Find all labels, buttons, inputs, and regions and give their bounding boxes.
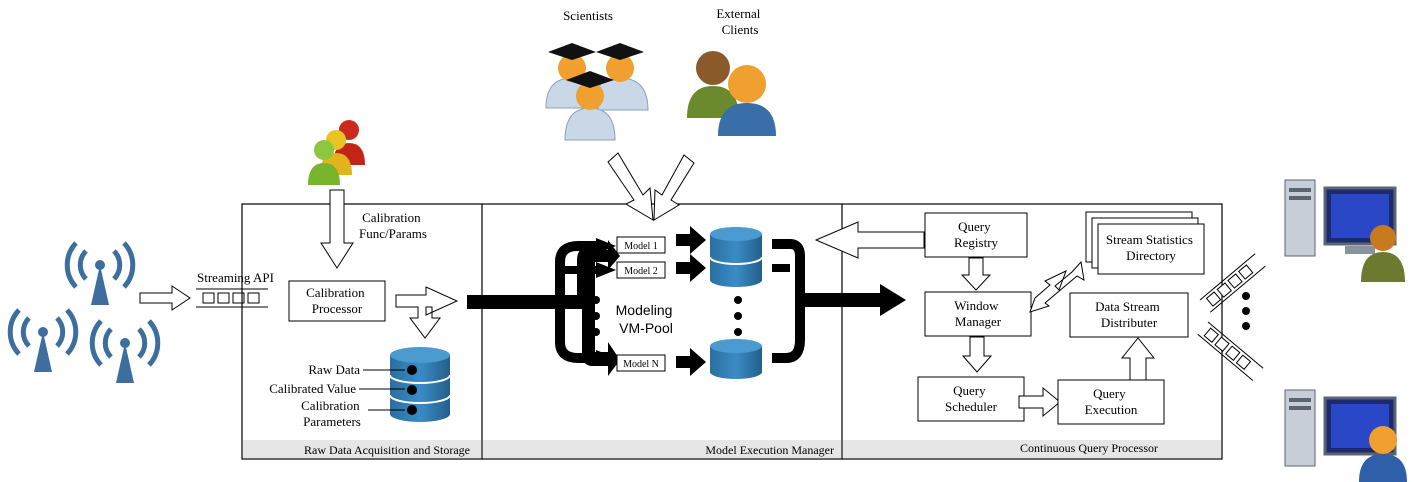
raw-data-label: Raw Data	[308, 362, 360, 377]
model-2-box	[616, 261, 666, 279]
modeling-vm-pool-label: Modeling VM-Pool	[616, 302, 677, 336]
query-registry-label: Query Registry	[954, 219, 999, 250]
processor-output-arrow	[395, 286, 459, 339]
wireless-sensor-icons	[7, 241, 161, 383]
model-n-box	[616, 354, 666, 372]
model-1-label: Model 1	[624, 241, 658, 252]
calibration-func-label: Calibration Func/Params	[359, 210, 427, 241]
output-stream-buffer-icon	[1197, 321, 1264, 381]
query-section-footer	[843, 440, 1221, 458]
calibration-parameters-label: Calibration Parameters	[301, 398, 363, 429]
calibrated-value-label: Calibrated Value	[269, 381, 356, 396]
model-n-label: Model N	[623, 359, 659, 370]
query-section-title: Continuous Query Processor	[1020, 441, 1158, 455]
stats-bidirectional-arrow	[1029, 260, 1085, 313]
calibration-processor-box	[288, 280, 386, 322]
stream-statistics-directory-label: Stream Statistics Directory	[1106, 232, 1196, 263]
window-manager-label: Window Manager	[954, 298, 1002, 329]
raw-section-footer	[243, 440, 481, 458]
input-arrow	[139, 285, 191, 311]
window-manager-box	[924, 291, 1032, 337]
stream-buffer-icon	[196, 288, 268, 308]
scientists-label: Scientists	[563, 8, 613, 23]
clients-input-arrow	[653, 154, 695, 221]
scientists-input-arrow	[607, 152, 654, 221]
model-database-icon	[710, 339, 762, 379]
calibration-users-icon	[308, 120, 365, 185]
model-1-box	[616, 236, 666, 254]
query-registry-box	[924, 212, 1028, 258]
streaming-api-label: Streaming API	[197, 270, 274, 285]
model-database-icon	[709, 227, 763, 287]
client-computer-icon	[1284, 389, 1407, 482]
client-computer-icon	[1284, 179, 1405, 282]
query-execution-label: Query Execution	[1085, 386, 1138, 417]
data-stream-distributer-box	[1069, 292, 1189, 338]
query-execution-box	[1057, 379, 1165, 425]
raw-section-title: Raw Data Acquisition and Storage	[304, 443, 470, 457]
query-scheduler-label: Query Scheduler	[945, 383, 998, 414]
stream-statistics-directory-box	[1097, 223, 1205, 275]
external-clients-label: External Clients	[716, 6, 763, 37]
calibration-processor-label: Calibration Processor	[306, 285, 368, 316]
antenna-icon	[64, 241, 136, 305]
data-flow-arrow	[467, 240, 620, 376]
external-clients-icon	[687, 51, 776, 136]
model-output-arrow	[800, 284, 906, 316]
registry-feedback-arrow	[814, 221, 925, 259]
scientists-icon	[545, 43, 649, 141]
raw-data-database-icon	[389, 347, 451, 422]
model-section-footer	[483, 440, 841, 458]
query-scheduler-box	[917, 376, 1025, 422]
system-frame	[241, 203, 1223, 460]
model-2-label: Model 2	[624, 266, 658, 277]
data-stream-distributer-label: Data Stream Distributer	[1095, 299, 1163, 330]
antenna-icon	[89, 319, 161, 383]
antenna-icon	[7, 308, 79, 372]
model-section-title: Model Execution Manager	[705, 443, 834, 457]
output-stream-buffer-icon	[1199, 253, 1266, 313]
calibration-input-arrow	[320, 189, 354, 269]
